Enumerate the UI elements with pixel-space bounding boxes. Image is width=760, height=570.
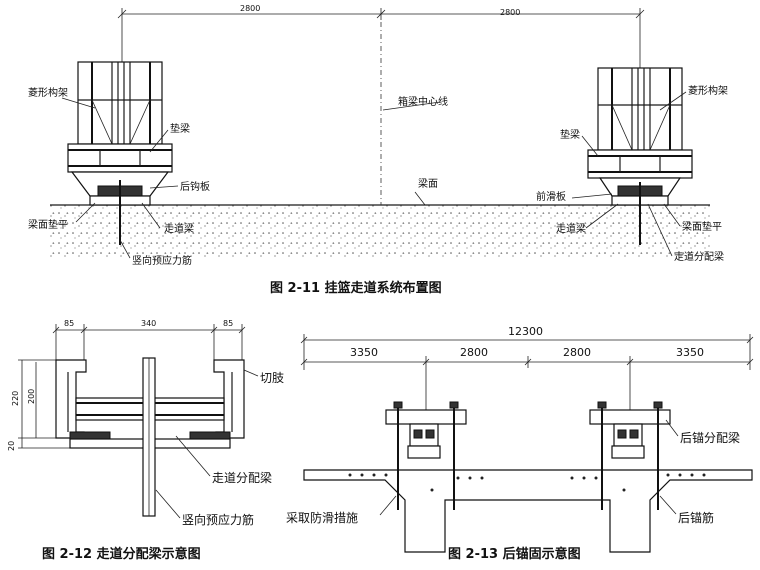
- fig12-distribution-beam: [55, 357, 245, 517]
- fig11-label-front-slide: 前滑板: [536, 190, 566, 203]
- fig13-right-anchor: [589, 401, 671, 510]
- fig11-label-rear-hook: 后钩板: [180, 180, 210, 193]
- fig11-annotations: 菱形构架 垫梁 后钩板 梁面垫平 走道梁 竖向预应力筋 箱梁中心线 梁面 菱形构…: [28, 84, 728, 267]
- fig12-dim-85b: 85: [223, 319, 233, 328]
- fig11-label-centerline: 箱梁中心线: [398, 95, 448, 108]
- fig11-label-pad-right: 垫梁: [560, 128, 580, 141]
- fig13-dim-total: 12300: [508, 325, 543, 338]
- fig13-dim-c: 2800: [563, 346, 591, 359]
- fig13-dim-a: 3350: [350, 346, 378, 359]
- fig11-right-truss: [587, 67, 693, 245]
- fig13-annotations: 后锚分配梁 采取防滑措施 后锚筋: [286, 419, 740, 525]
- fig11-label-diamond-right: 菱形构架: [688, 84, 728, 97]
- fig12-top-dimension: 85 340 85: [52, 319, 246, 366]
- fig13-dim-b: 2800: [460, 346, 488, 359]
- fig11-dim-right: 2800: [500, 8, 520, 17]
- fig12-caption: 图 2-12 走道分配梁示意图: [42, 546, 201, 562]
- fig11-dim-left: 2800: [240, 4, 260, 13]
- fig12-dim-200: 200: [27, 389, 36, 404]
- figure-2-11: 2800 2800: [28, 4, 728, 296]
- fig11-left-truss: [67, 61, 173, 245]
- fig12-label-cut: 切肢: [260, 370, 284, 385]
- fig12-dim-20: 20: [7, 441, 16, 451]
- fig13-caption: 图 2-13 后锚固示意图: [448, 546, 581, 562]
- fig12-left-dimension: 220 200 20: [7, 359, 70, 451]
- fig12-dim-220: 220: [11, 391, 20, 406]
- figure-2-13: 12300 3350 2800 2800 3350: [286, 325, 754, 562]
- fig11-label-prestress: 竖向预应力筋: [132, 254, 192, 267]
- fig11-label-beam-surface: 梁面: [418, 177, 438, 190]
- fig11-label-track-left: 走道梁: [164, 222, 194, 235]
- fig11-concrete-deck: [50, 204, 710, 257]
- fig11-caption: 图 2-11 挂篮走道系统布置图: [270, 280, 442, 296]
- fig13-label-antislip: 采取防滑措施: [286, 510, 358, 525]
- fig13-label-anchor-bar: 后锚筋: [678, 510, 714, 525]
- fig11-label-track-right: 走道梁: [556, 222, 586, 235]
- fig13-label-anchor-distrib: 后锚分配梁: [680, 430, 740, 445]
- fig12-dim-85a: 85: [64, 319, 74, 328]
- fig13-dimensions: 12300 3350 2800 2800 3350: [300, 325, 754, 410]
- fig12-annotations: 切肢 走道分配梁 竖向预应力筋: [155, 369, 284, 527]
- fig13-dim-d: 3350: [676, 346, 704, 359]
- fig11-label-deck-right: 梁面垫平: [682, 220, 722, 233]
- fig12-label-distrib: 走道分配梁: [212, 470, 272, 485]
- fig13-box-girder-section: [303, 469, 753, 553]
- fig11-label-diamond-left: 菱形构架: [28, 86, 68, 99]
- fig11-label-distrib: 走道分配梁: [674, 250, 724, 263]
- fig12-dim-340: 340: [141, 319, 156, 328]
- fig11-label-deck-left: 梁面垫平: [28, 218, 68, 231]
- fig11-label-pad-left: 垫梁: [170, 122, 190, 135]
- fig13-left-anchor: [385, 401, 467, 510]
- figure-2-12: 85 340 85 220 200 20: [7, 319, 284, 562]
- fig12-label-prestress: 竖向预应力筋: [182, 512, 254, 527]
